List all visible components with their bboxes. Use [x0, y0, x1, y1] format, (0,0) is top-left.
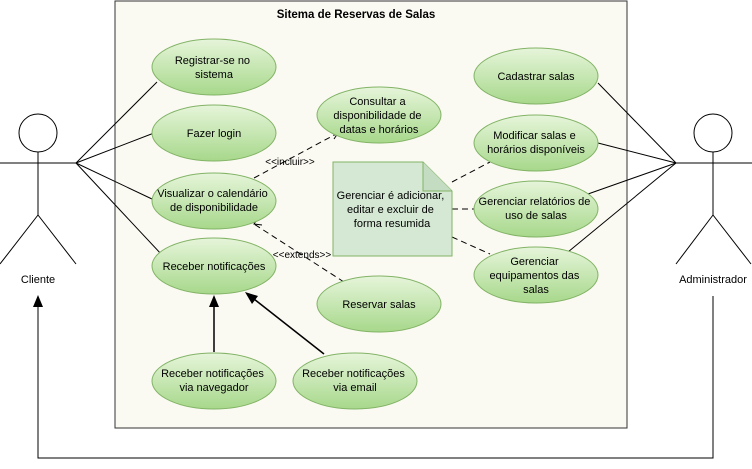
association-cliente-receber [75, 162, 163, 256]
usecase-login[interactable] [151, 104, 277, 162]
association-cliente-visualizar [75, 162, 153, 200]
usecase-modificar-line-2: horários disponíveis [487, 144, 585, 156]
usecase-equipamentos-label: Gerenciar equipamentos das salas [490, 256, 583, 296]
administrador-label: Administrador [679, 274, 747, 286]
usecase-navegador-line-2: via navegador [179, 382, 248, 394]
association-admin-equipamentos [567, 162, 677, 253]
use-case-labels: Registrar-se no sistema Fazer login Visu… [157, 55, 594, 394]
usecase-visualizar[interactable] [151, 172, 277, 230]
usecase-consultar-line-1: Consultar a [349, 96, 406, 108]
note-line-2: editar e excluir de [347, 204, 434, 216]
generalization-email [253, 298, 325, 355]
usecase-consultar-line-3: datas e horários [340, 124, 419, 136]
usecase-modificar-line-1: Modificar salas e [493, 130, 576, 142]
administrador-leg-right [712, 214, 752, 265]
dashed-relations [253, 132, 491, 283]
usecase-cadastrar-line-1: Cadastrar salas [497, 71, 575, 83]
include-relation [253, 132, 339, 179]
admin-to-cliente-arrowhead [33, 295, 43, 307]
usecase-registrar[interactable] [151, 38, 277, 96]
usecase-relatorios-label: Gerenciar relatórios de uso de salas [479, 196, 594, 222]
admin-to-cliente-connector [37, 296, 714, 459]
usecase-email-label: Receber notificações via email [302, 368, 408, 394]
cliente-label: Cliente [21, 274, 55, 286]
system-title: Sitema de Reservas de Salas [277, 9, 436, 21]
usecase-visualizar-label: Visualizar o calendário de disponibilida… [157, 188, 271, 214]
usecase-equipamentos-line-2: equipamentos das [490, 270, 580, 282]
note-body [332, 161, 453, 257]
cliente-leg-right [37, 214, 77, 265]
extend-label: <<extends>> [273, 250, 332, 261]
association-admin-relatorios [587, 162, 677, 195]
usecase-consultar-label: Consultar a disponibilidade de datas e h… [333, 96, 424, 136]
note-fold [422, 162, 452, 192]
usecase-navegador[interactable] [151, 352, 277, 410]
usecase-consultar-line-2: disponibilidade de [333, 110, 421, 122]
note-link-equipamentos [451, 236, 491, 255]
usecase-receber-line-1: Receber notificações [163, 261, 266, 273]
usecase-email-line-1: Receber notificações [302, 368, 405, 380]
note-line-1: Gerenciar é adicionar, [337, 190, 445, 202]
cliente-head [18, 113, 58, 153]
association-cliente-registrar [75, 81, 158, 164]
generalization-navegador-arrowhead [209, 295, 219, 307]
actor-cliente [0, 113, 77, 265]
usecase-consultar[interactable] [316, 86, 442, 144]
usecase-reservar-label: Reservar salas [342, 299, 416, 311]
actor-administrador [675, 113, 752, 265]
usecase-login-line-1: Fazer login [187, 128, 241, 140]
usecase-receber[interactable] [151, 237, 277, 295]
usecase-visualizar-line-1: Visualizar o calendário [157, 188, 267, 200]
administrador-head [693, 113, 733, 153]
association-cliente-login [75, 132, 155, 164]
cliente-leg-left [0, 214, 39, 265]
usecase-relatorios-line-2: uso de salas [505, 210, 567, 222]
usecase-navegador-line-1: Receber notificações [161, 368, 264, 380]
usecase-cadastrar[interactable] [473, 47, 599, 105]
usecase-receber-label: Receber notificações [163, 261, 266, 273]
usecase-cadastrar-label: Cadastrar salas [497, 71, 575, 83]
usecase-registrar-label: Registrar-se no sistema [175, 55, 253, 81]
usecase-equipamentos-line-3: salas [523, 284, 549, 296]
note-link-modificar [451, 161, 491, 183]
usecase-relatorios-line-1: Gerenciar relatórios de [479, 196, 591, 208]
usecase-modificar-label: Modificar salas e horários disponíveis [487, 130, 585, 156]
usecase-email[interactable] [292, 352, 418, 410]
extend-relation [253, 223, 345, 283]
note-line-3: forma resumida [354, 218, 431, 230]
admin-associations [567, 82, 677, 253]
usecase-visualizar-line-2: de disponibilidade [170, 202, 258, 214]
usecase-relatorios[interactable] [473, 180, 599, 238]
usecase-reservar-line-1: Reservar salas [342, 299, 416, 311]
usecase-registrar-line-1: Registrar-se no [175, 55, 250, 67]
association-admin-cadastrar [597, 82, 677, 164]
usecase-reservar[interactable] [316, 275, 442, 333]
usecase-navegador-label: Receber notificações via navegador [161, 368, 267, 394]
note: Gerenciar é adicionar, editar e excluir … [332, 161, 453, 257]
usecase-email-line-2: via email [333, 382, 376, 394]
generalization-email-arrowhead [245, 292, 258, 304]
include-label: <<incluir>> [265, 157, 315, 168]
usecase-equipamentos-line-1: Gerenciar [510, 256, 559, 268]
administrador-leg-left [675, 214, 714, 265]
use-case-shapes [151, 38, 599, 410]
usecase-modificar[interactable] [473, 114, 599, 172]
usecase-login-label: Fazer login [187, 128, 241, 140]
usecase-registrar-line-2: sistema [195, 69, 234, 81]
usecase-equipamentos[interactable] [473, 246, 599, 304]
association-admin-modificar [597, 142, 677, 164]
cliente-associations [75, 81, 163, 256]
note-text: Gerenciar é adicionar, editar e excluir … [337, 190, 448, 230]
